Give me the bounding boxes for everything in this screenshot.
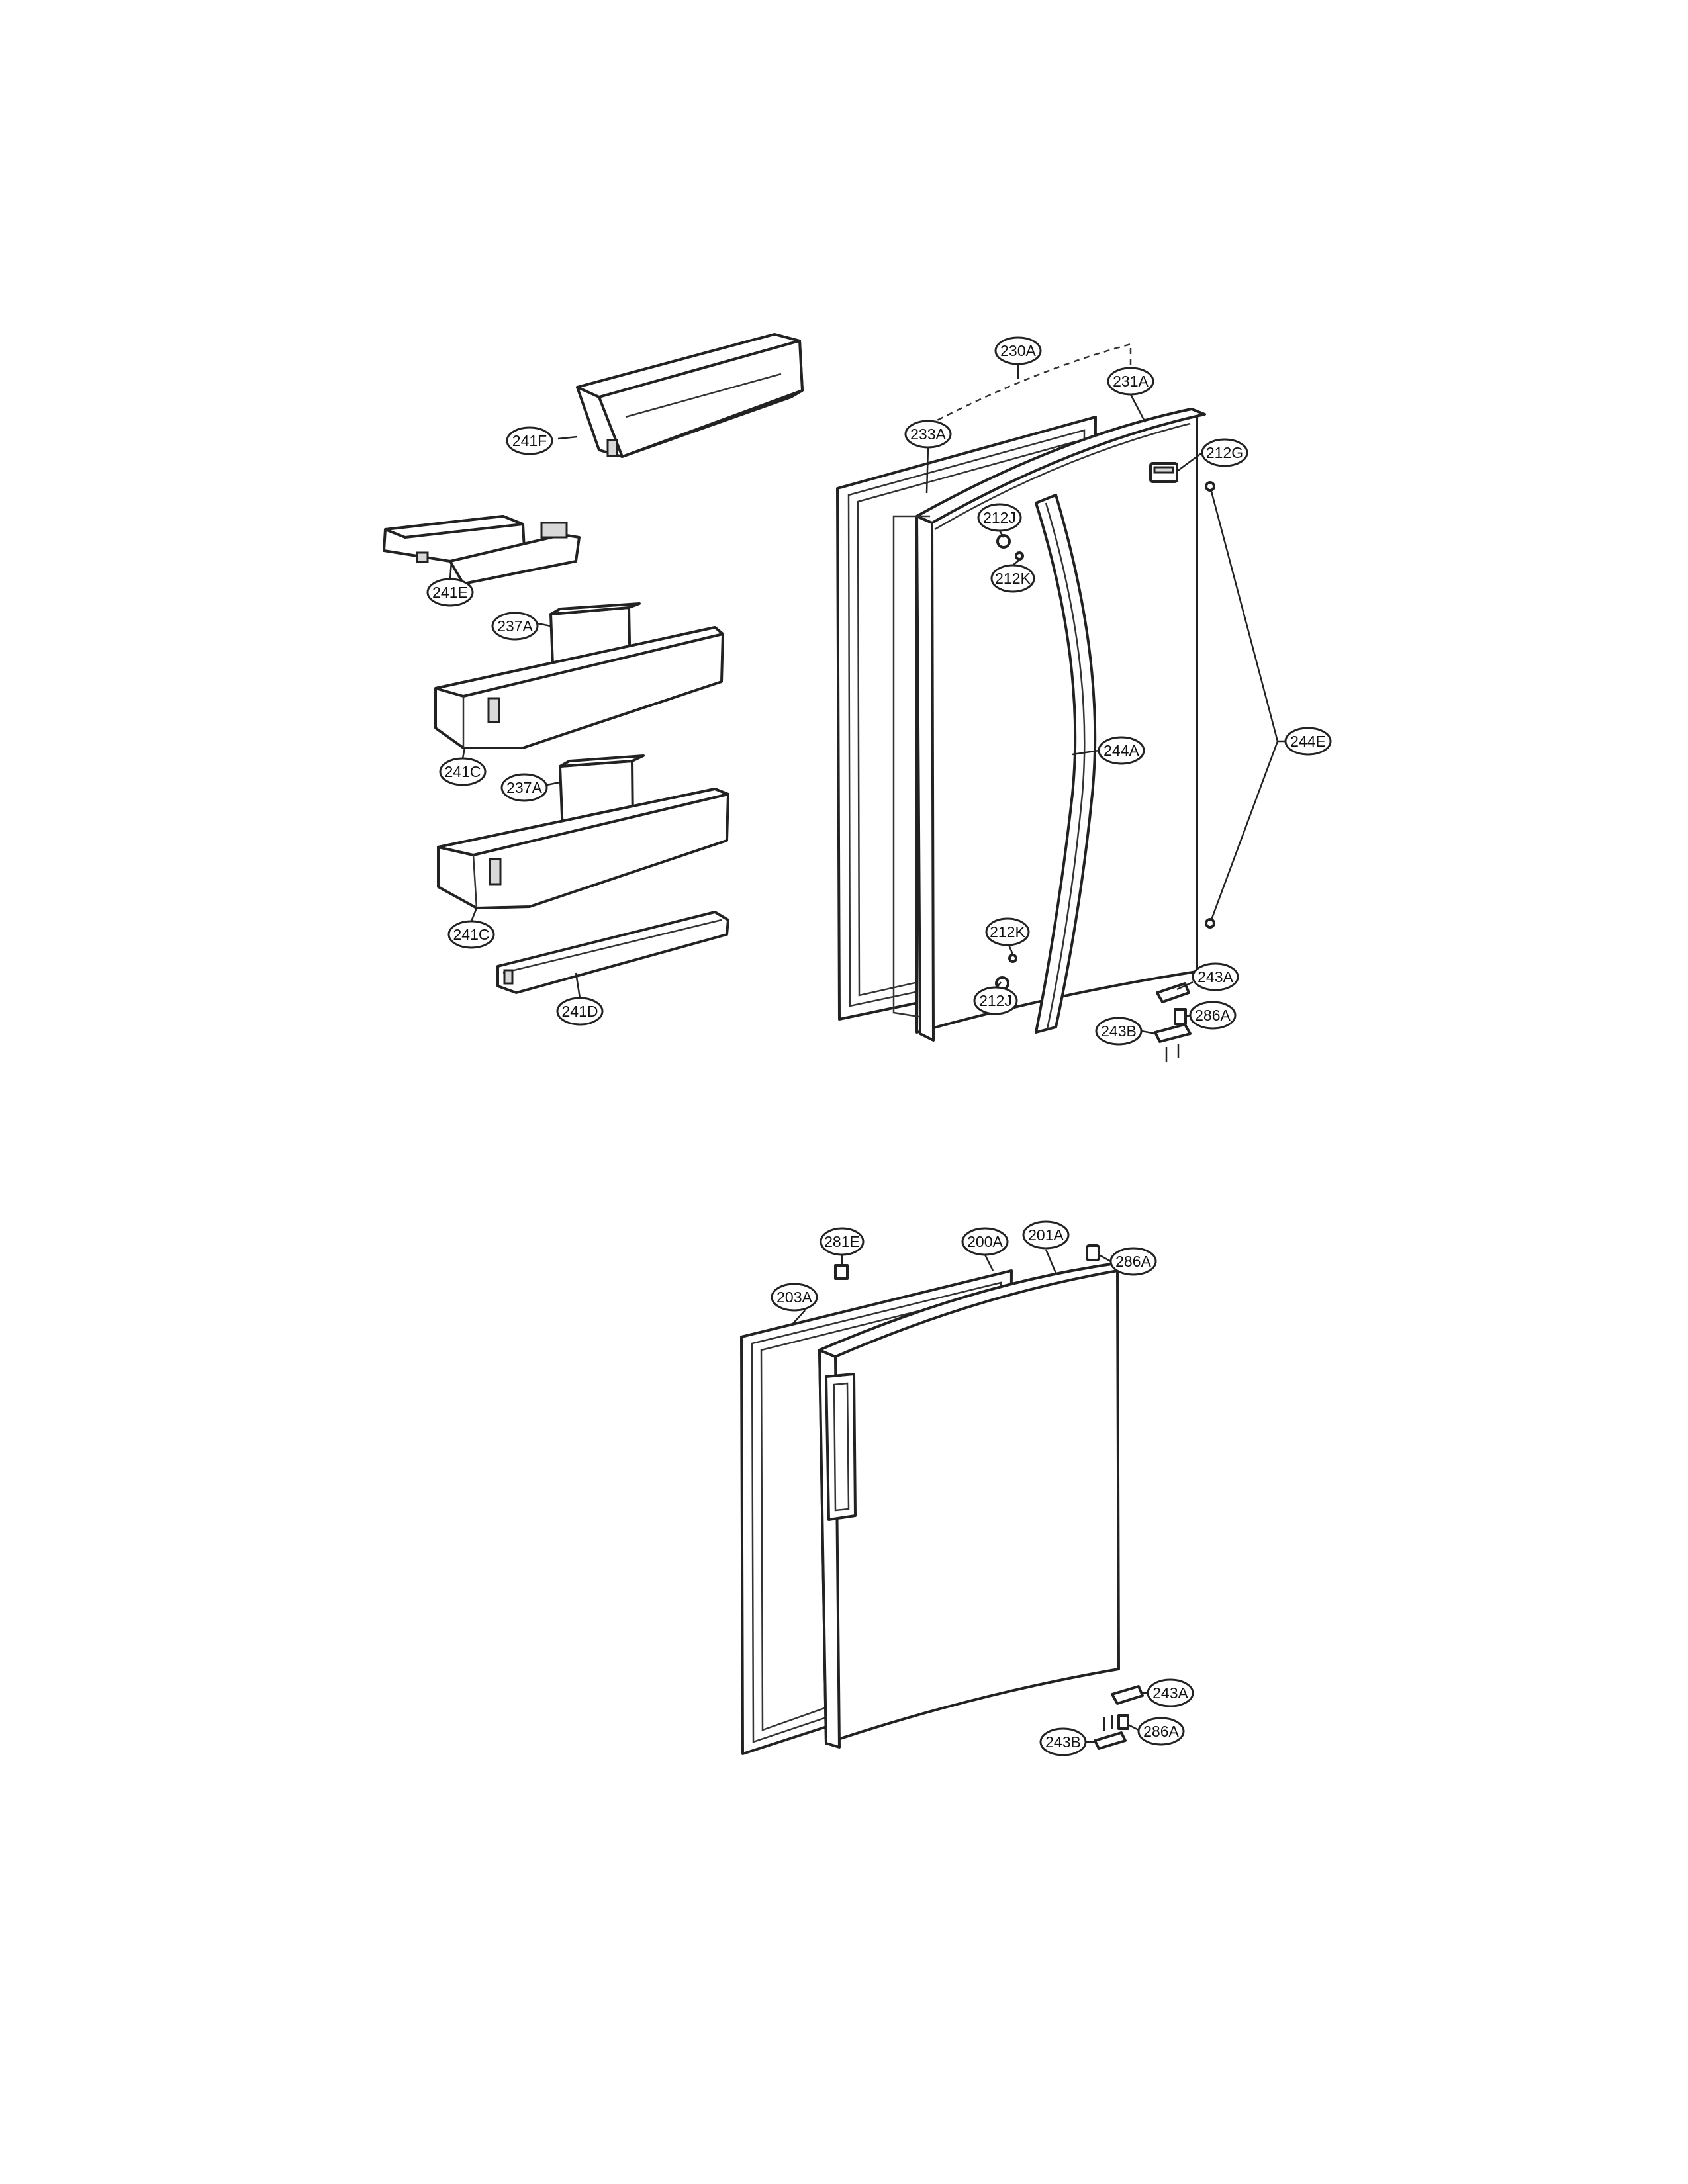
- fasteners-lower-top: [834, 1244, 1100, 1280]
- freezer-door-201A: [818, 1263, 1127, 1749]
- callout-203A: 203A: [771, 1283, 818, 1312]
- svg-text:212K: 212K: [995, 570, 1031, 587]
- svg-text:241D: 241D: [562, 1003, 598, 1020]
- lower-hinge-upper: [1154, 982, 1192, 1062]
- hinge-pins-upper: [995, 534, 1024, 991]
- door-bin-241C-top: [434, 626, 724, 749]
- svg-text:231A: 231A: [1113, 373, 1149, 390]
- bin-rail-241D: [496, 911, 729, 994]
- door-panel-231A: [892, 408, 1206, 1042]
- svg-text:241E: 241E: [432, 584, 468, 601]
- callout-241E: 241E: [426, 578, 474, 607]
- callout-200A: 200A: [961, 1227, 1009, 1256]
- callout-243B-upper: 243B: [1095, 1017, 1143, 1046]
- callout-241C-bottom: 241C: [447, 920, 495, 949]
- callout-201A: 201A: [1022, 1220, 1070, 1250]
- callout-212J-bottom: 212J: [973, 986, 1018, 1015]
- svg-text:233A: 233A: [910, 426, 946, 443]
- svg-text:212G: 212G: [1206, 444, 1243, 461]
- svg-text:241F: 241F: [512, 432, 547, 449]
- svg-text:243B: 243B: [1045, 1733, 1081, 1751]
- leader-lines-upper: [449, 394, 1286, 1035]
- callout-244E: 244E: [1284, 727, 1332, 756]
- svg-text:241C: 241C: [445, 763, 481, 780]
- callout-241D: 241D: [556, 997, 604, 1026]
- svg-text:212J: 212J: [983, 509, 1016, 526]
- callout-241C-top: 241C: [439, 757, 487, 786]
- callout-237A-top: 237A: [491, 612, 539, 641]
- svg-text:212J: 212J: [979, 992, 1012, 1009]
- callout-244A: 244A: [1098, 736, 1145, 765]
- svg-text:212K: 212K: [990, 923, 1025, 940]
- callout-230A: 230A: [994, 336, 1042, 365]
- svg-text:243A: 243A: [1152, 1684, 1188, 1702]
- callout-281E: 281E: [820, 1227, 865, 1256]
- door-bin-241C-bottom: [437, 788, 729, 909]
- callout-212K-top: 212K: [990, 564, 1035, 593]
- callout-243A-upper: 243A: [1192, 962, 1239, 991]
- callout-286A-lower-top: 286A: [1109, 1247, 1157, 1276]
- svg-text:286A: 286A: [1195, 1007, 1231, 1024]
- callouts: 230A 231A 233A 212G 212J 212K 244A 244E …: [426, 336, 1332, 1756]
- callout-286A-upper: 286A: [1189, 1001, 1237, 1030]
- callout-243A-lower: 243A: [1147, 1678, 1194, 1707]
- callout-286A-lower: 286A: [1137, 1717, 1185, 1746]
- svg-text:244A: 244A: [1103, 742, 1139, 759]
- callout-212K-bottom: 212K: [985, 917, 1030, 946]
- callout-212J-top: 212J: [977, 503, 1022, 532]
- svg-text:286A: 286A: [1115, 1253, 1151, 1270]
- door-handle-244A: [1035, 494, 1097, 1034]
- svg-text:243A: 243A: [1197, 968, 1233, 985]
- door-bin-241F: [576, 333, 804, 458]
- svg-text:241C: 241C: [453, 926, 490, 943]
- lower-door-assembly: [740, 1244, 1148, 1755]
- callout-243B-lower: 243B: [1039, 1727, 1087, 1756]
- svg-text:281E: 281E: [824, 1233, 860, 1250]
- svg-text:243B: 243B: [1101, 1023, 1137, 1040]
- svg-text:201A: 201A: [1028, 1226, 1064, 1244]
- callout-241F: 241F: [506, 426, 553, 455]
- svg-text:244E: 244E: [1290, 733, 1326, 750]
- leader-lines-lower: [791, 1249, 1148, 1743]
- svg-text:230A: 230A: [1000, 342, 1036, 359]
- upper-door-assembly: [383, 333, 1286, 1062]
- callout-233A: 233A: [904, 420, 952, 449]
- callout-237A-bottom: 237A: [500, 773, 548, 802]
- svg-text:237A: 237A: [506, 779, 542, 796]
- svg-text:237A: 237A: [497, 617, 533, 635]
- callout-231A: 231A: [1107, 367, 1154, 396]
- svg-text:203A: 203A: [776, 1289, 812, 1306]
- svg-text:286A: 286A: [1143, 1723, 1179, 1740]
- lower-hinge-lower: [1094, 1685, 1144, 1750]
- callout-212G: 212G: [1201, 438, 1248, 467]
- badge-212G: [1149, 462, 1178, 483]
- cord-244E: [1205, 481, 1279, 929]
- svg-text:200A: 200A: [967, 1233, 1003, 1250]
- door-bin-241E: [383, 515, 581, 585]
